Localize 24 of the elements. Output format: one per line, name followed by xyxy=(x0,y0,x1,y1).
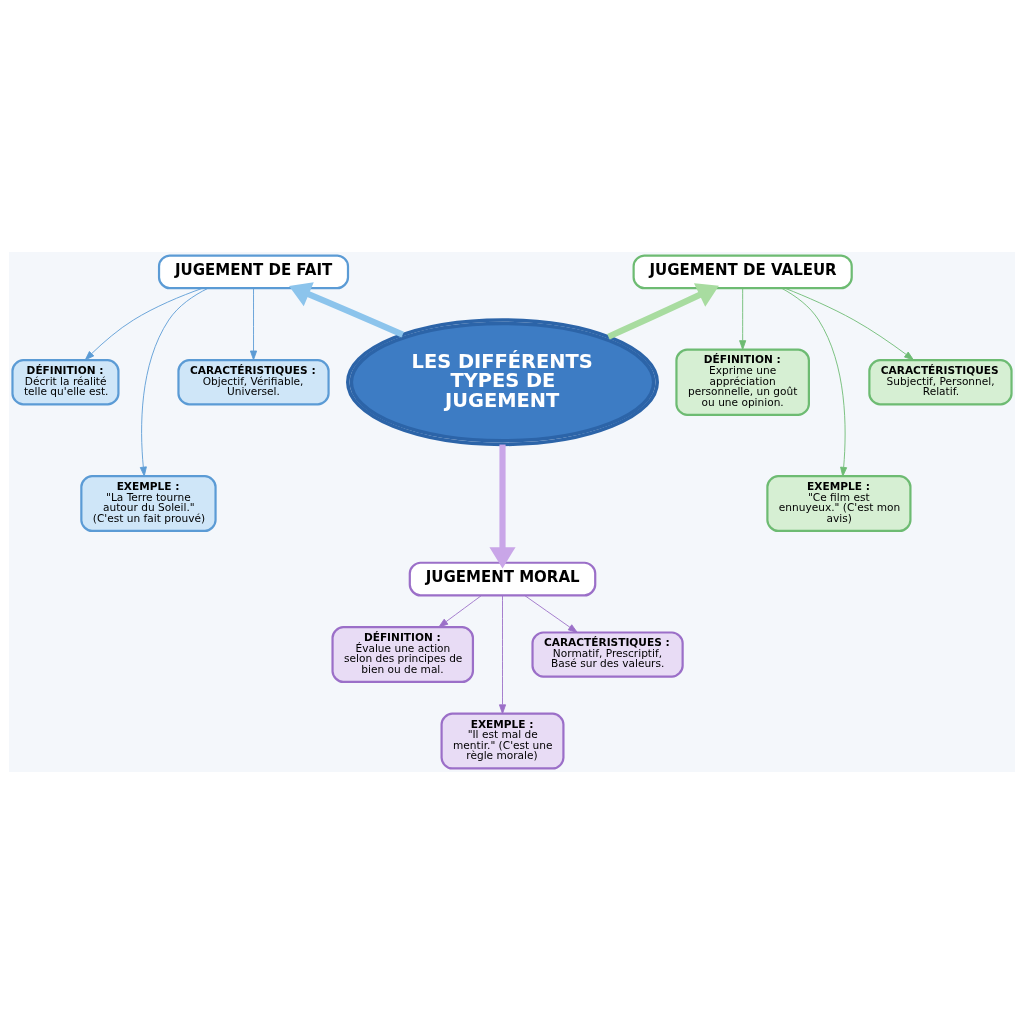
node-box: CARACTÉRISTIQUES : Objectif, Vérifiable, Universel. xyxy=(177,359,330,406)
arrow xyxy=(499,595,507,715)
node-box: EXEMPLE : "La Terre tourne autour du Soleil." (C'est un fait prouvé) xyxy=(80,475,217,533)
node-box: CARACTÉRISTIQUES Subjectif, Personnel, Relatif. xyxy=(868,359,1013,406)
arrow xyxy=(438,594,483,628)
node-box: DÉFINITION : Exprime une appréciation personnelle, un goût ou une opinion. xyxy=(675,348,810,416)
node-box: JUGEMENT DE VALEUR xyxy=(632,254,853,290)
arrow xyxy=(250,287,258,361)
node-box: DÉFINITION : Évalue une action selon des principes de bien ou de mal. xyxy=(331,626,475,684)
node-box: EXEMPLE : "Ce film est ennuyeux." (C'est mon avis) xyxy=(766,475,912,533)
arrow xyxy=(139,287,209,477)
node-box: JUGEMENT DE FAIT xyxy=(157,254,350,290)
arrow xyxy=(781,287,848,477)
node-box: JUGEMENT MORAL xyxy=(408,561,597,597)
arrow xyxy=(84,287,203,361)
node-box: DÉFINITION : Décrit la réalité telle qu'elle est. xyxy=(11,359,120,406)
arrow xyxy=(489,444,516,569)
node-box: EXEMPLE : "Il est mal de mentir." (C'est une règle morale) xyxy=(440,712,565,770)
arrow xyxy=(607,283,719,340)
node-box: CARACTÉRISTIQUES : Normatif, Prescriptif, Basé sur des valeurs. xyxy=(531,631,684,678)
arrow xyxy=(784,287,914,361)
arrow xyxy=(289,282,404,338)
arrow xyxy=(739,287,747,350)
arrow xyxy=(524,594,578,633)
